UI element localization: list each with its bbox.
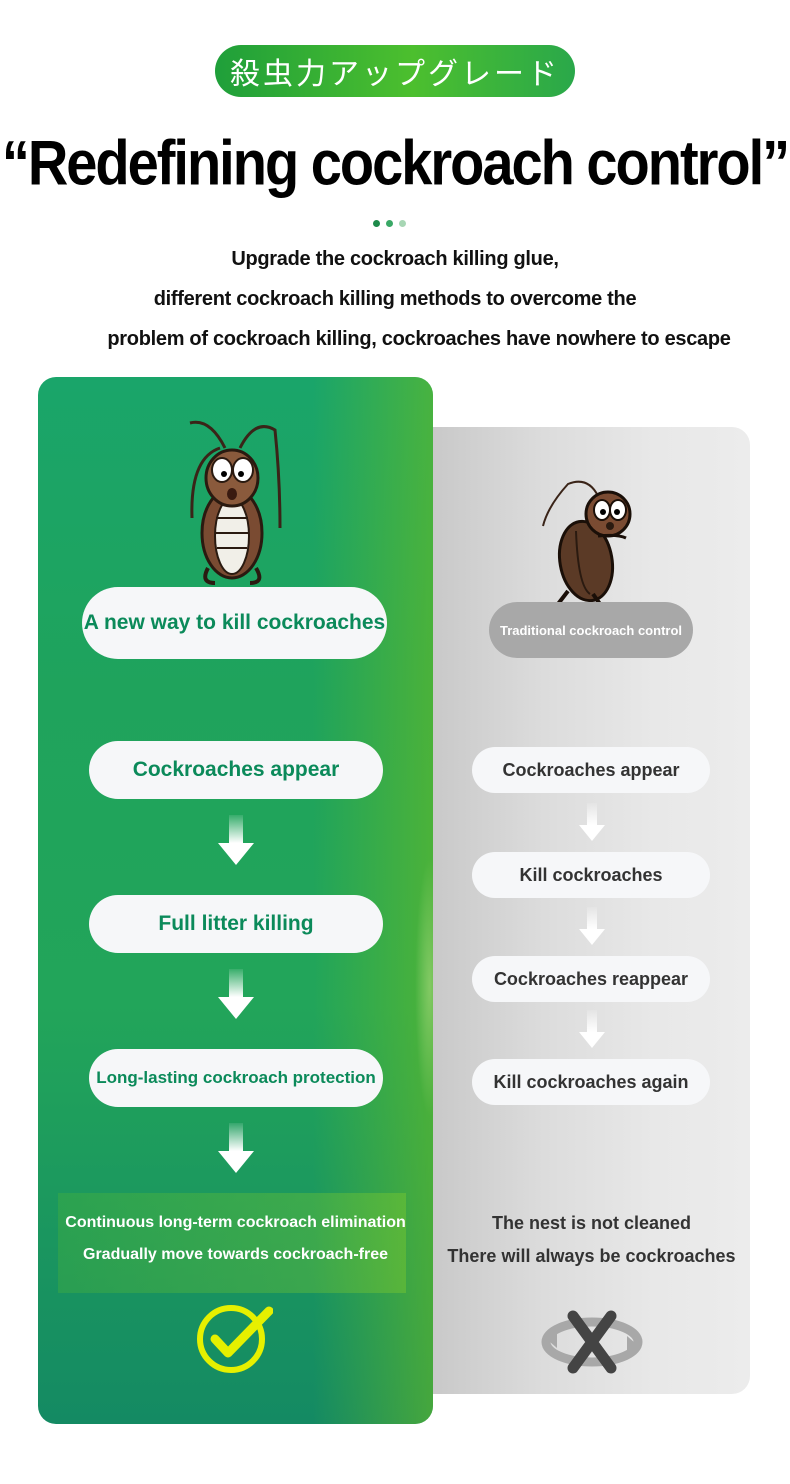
decorative-dots	[373, 220, 406, 227]
new-step-3: Long-lasting cockroach protection	[89, 1049, 383, 1107]
down-arrow-icon	[218, 969, 254, 1019]
subtitle-line-2: different cockroach killing methods to o…	[153, 288, 637, 310]
dot	[386, 220, 393, 227]
subtitle-line-1: Upgrade the cockroach killing glue,	[231, 248, 559, 270]
traditional-step-1: Cockroaches appear	[472, 747, 710, 793]
traditional-step-3: Cockroaches reappear	[472, 956, 710, 1002]
new-conclusion-line-1: Continuous long-term cockroach eliminati…	[65, 1214, 406, 1231]
new-step-1: Cockroaches appear	[89, 741, 383, 799]
conclusion-highlight	[58, 1193, 406, 1293]
traditional-step-2: Kill cockroaches	[472, 852, 710, 898]
cross-cycle-icon	[541, 1310, 643, 1374]
new-conclusion-line-2: Gradually move towards cockroach-free	[83, 1246, 388, 1263]
scared-cockroach-icon	[542, 480, 632, 606]
traditional-conclusion-line-1: The nest is not cleaned	[491, 1213, 692, 1233]
down-arrow-icon	[579, 907, 605, 945]
down-arrow-icon	[579, 1010, 605, 1048]
down-arrow-icon	[218, 1123, 254, 1173]
traditional-conclusion-line-2: There will always be cockroaches	[447, 1246, 736, 1266]
traditional-step-4: Kill cockroaches again	[472, 1059, 710, 1105]
new-method-title: A new way to kill cockroaches	[82, 587, 387, 659]
sad-cockroach-icon	[189, 420, 282, 585]
new-step-2: Full litter killing	[89, 895, 383, 953]
page-title: “Redefining cockroach control”	[1, 127, 790, 198]
dot	[399, 220, 406, 227]
check-icon	[197, 1305, 273, 1373]
dot	[373, 220, 380, 227]
upgrade-badge: 殺虫力アップグレード	[215, 45, 575, 97]
subtitle-line-3: problem of cockroach killing, cockroache…	[107, 328, 731, 350]
traditional-title: Traditional cockroach control	[489, 602, 693, 658]
down-arrow-icon	[218, 815, 254, 865]
down-arrow-icon	[579, 803, 605, 841]
